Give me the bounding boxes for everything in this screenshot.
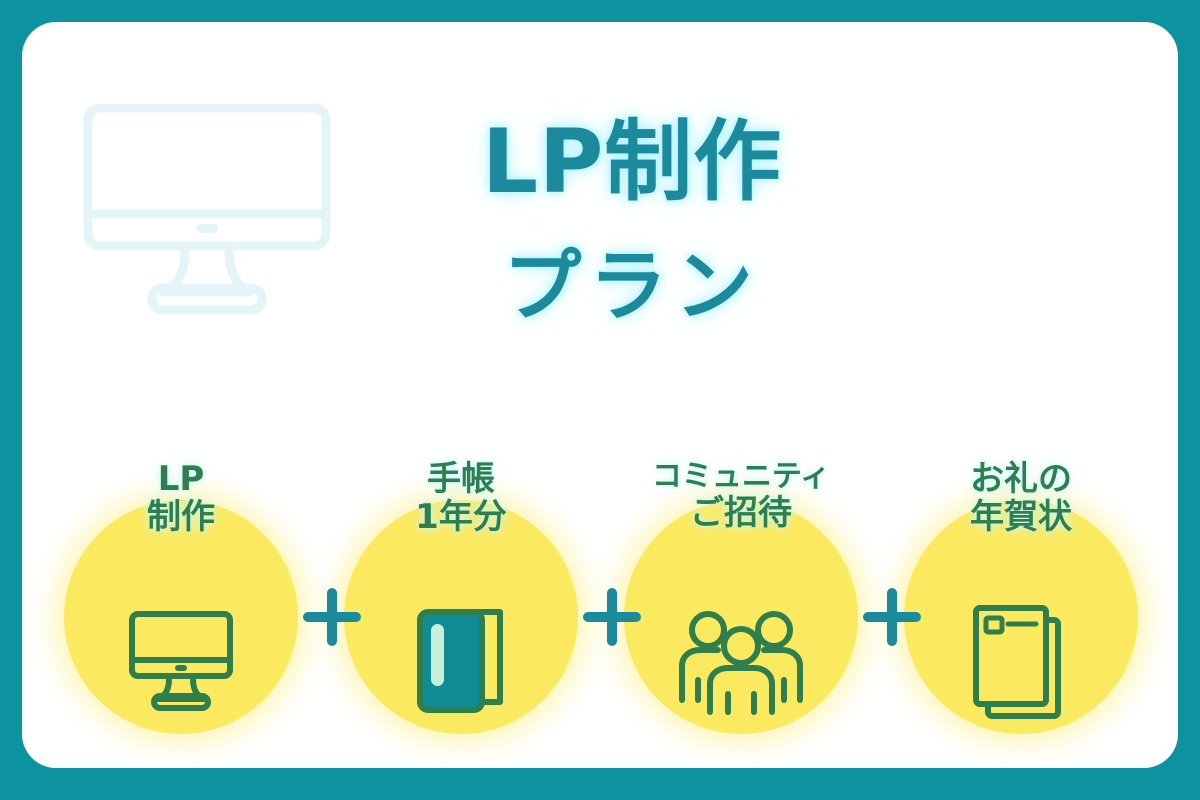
postcards-icon xyxy=(966,602,1076,722)
headline-line-1: LP制作 xyxy=(481,110,783,213)
feature-label-line-1: LP xyxy=(157,459,205,499)
feature-item-notebook[interactable]: 手帳 1年分 xyxy=(342,460,580,740)
feature-item-new-year-card[interactable]: お礼の 年賀状 xyxy=(902,460,1140,740)
feature-item-lp-production[interactable]: LP 制作 xyxy=(62,460,300,740)
people-group-icon xyxy=(676,606,806,716)
feature-label-line-2: 年賀状 xyxy=(970,497,1072,538)
feature-circle xyxy=(624,500,858,734)
plus-icon xyxy=(303,588,361,646)
feature-label-line-1: コミュニティ xyxy=(651,459,831,494)
plus-icon xyxy=(583,588,641,646)
feature-label: コミュニティ ご招待 xyxy=(622,460,860,532)
plus-icon xyxy=(863,588,921,646)
poster-card: LP制作 プラン LP 制作 xyxy=(22,22,1178,768)
monitor-icon xyxy=(122,602,240,720)
feature-label: お礼の 年賀状 xyxy=(902,460,1140,536)
feature-label-line-1: お礼の xyxy=(970,459,1072,499)
monitor-watermark-icon xyxy=(82,102,332,317)
headline-block: LP制作 プラン xyxy=(352,110,912,332)
feature-label-line-2: 制作 xyxy=(147,497,215,538)
feature-row: LP 制作 xyxy=(22,460,1178,740)
feature-item-community[interactable]: コミュニティ ご招待 xyxy=(622,460,860,740)
feature-label-line-1: 手帳 xyxy=(427,459,495,499)
feature-label-line-2: 1年分 xyxy=(415,497,507,538)
feature-label: 手帳 1年分 xyxy=(342,460,580,536)
feature-label: LP 制作 xyxy=(62,460,300,536)
feature-label-line-2: ご招待 xyxy=(690,492,792,533)
headline-line-2: プラン xyxy=(503,242,761,332)
notebook-icon xyxy=(402,602,520,720)
